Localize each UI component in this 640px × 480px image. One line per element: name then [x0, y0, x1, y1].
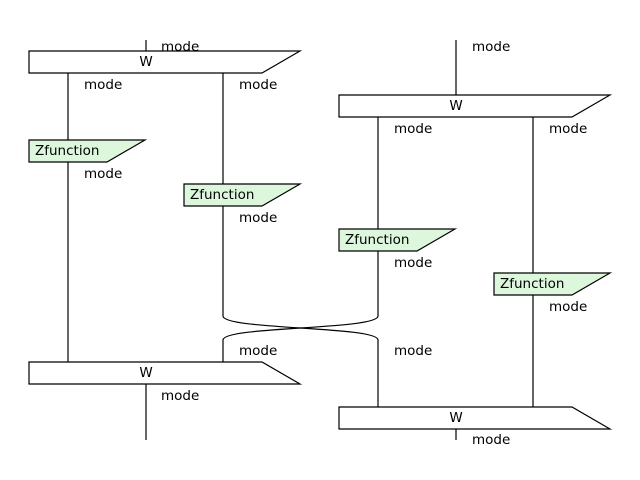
wire-label-right-w-bottom-in-left: mode: [394, 343, 432, 359]
wire-label-left-w-top-in: mode: [161, 39, 199, 55]
wire-labels: mode mode mode mode mode mode mode mode …: [84, 39, 587, 448]
wire-label-right-w-bottom-out: mode: [472, 432, 510, 448]
wire-label-left-w-bottom-out: mode: [161, 388, 199, 404]
zfunction-box-left-2: Zfunction: [183, 183, 303, 207]
wire-label-right-w-top-out-left: mode: [394, 121, 432, 137]
wire-label-left-w-top-out-left: mode: [84, 77, 122, 93]
w-box-right-top: W: [338, 94, 613, 118]
zfunction-box-right-2-label: Zfunction: [500, 276, 564, 292]
wire-label-left-z1-out: mode: [84, 166, 122, 182]
wire-label-right-w-top-in: mode: [472, 39, 510, 55]
zfunction-box-right-2-shape: [493, 272, 613, 296]
w-box-right-bottom: W: [338, 406, 613, 430]
zfunction-box-right-2: Zfunction: [493, 272, 613, 296]
zfunction-box-right-1: Zfunction: [338, 228, 458, 252]
zfunction-box-left-2-label: Zfunction: [190, 187, 254, 203]
wire-label-left-z2-out: mode: [239, 210, 277, 226]
zfunction-box-left-1-label: Zfunction: [35, 143, 99, 159]
wire-label-left-w-bottom-in-right: mode: [239, 343, 277, 359]
w-box-left-top-shape: [28, 50, 303, 74]
w-box-right-top-shape: [338, 94, 613, 118]
w-box-left-bottom-label: W: [139, 365, 152, 381]
w-box-right-bottom-label: W: [449, 410, 462, 426]
wire-label-right-z2-out: mode: [549, 299, 587, 315]
wire-label-right-w-top-out-right: mode: [549, 121, 587, 137]
zfunction-box-right-1-shape: [338, 228, 458, 252]
zfunction-box-left-1-shape: [28, 139, 148, 163]
w-box-left-top-label: W: [139, 54, 152, 70]
wire-right-inner-crossing: [222, 117, 379, 362]
wire-label-left-w-top-out-right: mode: [239, 77, 277, 93]
zfunction-box-left-2-shape: [183, 183, 303, 207]
w-box-right-top-label: W: [449, 98, 462, 114]
w-box-left-top: W: [28, 50, 303, 74]
wires: [67, 40, 534, 440]
wire-label-right-z1-out: mode: [394, 255, 432, 271]
w-box-left-bottom: W: [28, 361, 303, 385]
w-box-right-bottom-shape: [338, 406, 613, 430]
zfunction-box-left-1: Zfunction: [28, 139, 148, 163]
w-box-left-bottom-shape: [28, 361, 303, 385]
zfunction-box-right-1-label: Zfunction: [345, 232, 409, 248]
